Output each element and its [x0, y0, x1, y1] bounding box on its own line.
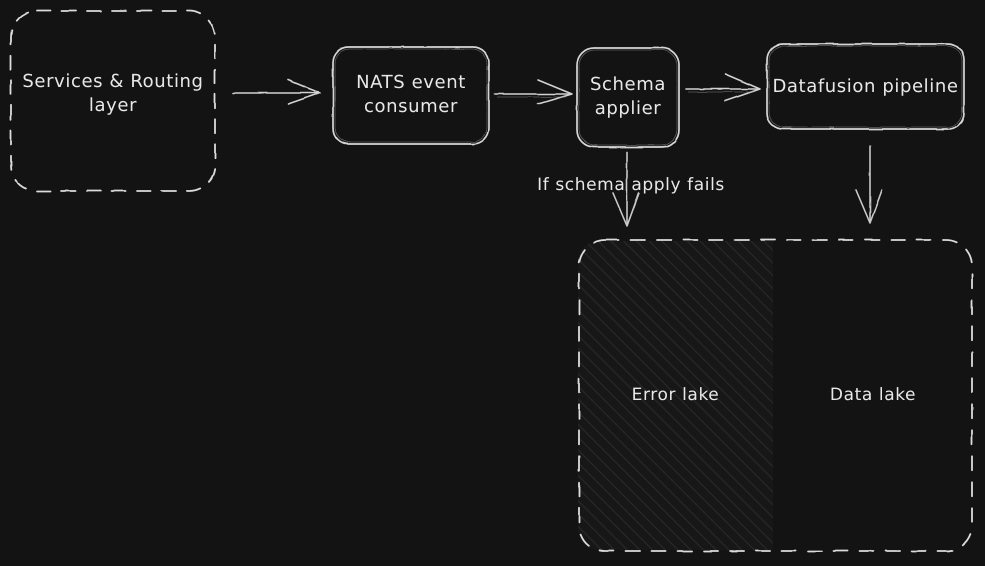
region-error-lake-fill [578, 241, 773, 550]
lakes-container-shape [578, 239, 973, 552]
edge-schema-to-datafusion-arrow [685, 73, 761, 102]
node-services-routing-layer-shape [10, 10, 216, 192]
node-datafusion-pipeline-shape [766, 43, 965, 130]
edge-services-to-nats-arrow [232, 79, 321, 105]
edge-datafusion-to-data-lake-arrow [855, 145, 883, 224]
node-schema-applier-shape [576, 47, 680, 148]
edge-schema-to-error-lake-arrow [612, 151, 640, 227]
node-nats-event-consumer-shape [332, 46, 490, 145]
edge-nats-to-schema-arrow [494, 79, 573, 105]
